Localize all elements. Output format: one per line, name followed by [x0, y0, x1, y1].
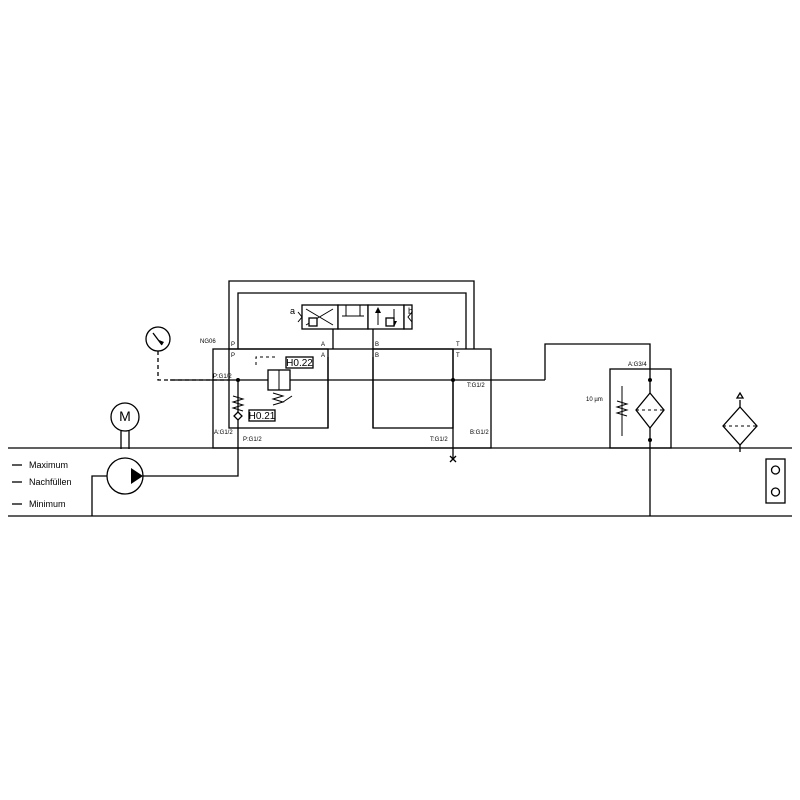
level-maximum-label: Maximum — [29, 460, 68, 470]
pipe-inner-loop — [237, 292, 467, 349]
return-to-filter-line — [544, 343, 651, 516]
thread-a-bottom-label: A:G1/2 — [214, 430, 233, 436]
port-t-mid-label: T — [456, 353, 460, 359]
check-seat — [233, 411, 243, 421]
port-b-top-label: B — [375, 342, 379, 348]
valve-spring-left — [297, 311, 303, 323]
relief-adjust-arrow — [282, 395, 293, 403]
motor-symbol: M — [119, 408, 131, 424]
level-minimum-label: Minimum — [29, 499, 66, 509]
filter-port-label: A:G3/4 — [628, 362, 647, 368]
breather-element — [722, 406, 758, 446]
return-filter: A:G3/4 10 µm — [544, 343, 672, 516]
port-a-top-label: A — [321, 342, 325, 348]
junction-return — [451, 378, 455, 382]
solenoid-b-coil — [385, 317, 395, 327]
gauge-needle-head — [159, 340, 164, 345]
hydraulic-pump — [91, 418, 239, 516]
filter-mesh-label: 10 µm — [586, 397, 603, 403]
valve-right-arrow-head-1 — [375, 307, 381, 313]
port-p-mid-label: P — [231, 353, 235, 359]
motor-circle — [110, 402, 140, 432]
air-breather — [722, 391, 758, 452]
port-b-mid-label: B — [375, 353, 379, 359]
pressure-gauge — [145, 326, 228, 381]
relief-spring — [271, 392, 285, 406]
junction-pressure — [236, 378, 240, 382]
thread-t-right-label: T:G1/2 — [467, 383, 485, 389]
level-indicator-upper — [770, 465, 781, 475]
pump-flow-triangle — [131, 468, 143, 484]
relief-valve-tag: H0.22 — [286, 358, 313, 369]
plug-mark-2 — [449, 455, 457, 463]
filter-bypass-spring — [615, 400, 629, 417]
level-refill-label: Nachfüllen — [29, 477, 72, 487]
level-indicator — [765, 458, 786, 504]
manifold-block — [212, 348, 492, 449]
directional-valve: a b — [290, 304, 413, 330]
thread-b-bottom-label: B:G1/2 — [470, 430, 489, 436]
level-marks: Maximum Nachfüllen Minimum — [12, 460, 72, 509]
internal-lines — [170, 349, 545, 463]
valve-spring-right — [407, 311, 413, 323]
solenoid-a-coil — [308, 317, 318, 327]
manifold-inner-right — [372, 348, 454, 429]
filter-housing — [609, 368, 672, 449]
thread-p-left-label: P:G1/2 — [213, 374, 232, 380]
pump-pressure-line — [143, 418, 239, 477]
check-tag-box — [248, 409, 276, 422]
check-valve-tag: H0.21 — [249, 411, 276, 422]
check-spring — [231, 395, 245, 412]
block-size-label: NG06 — [200, 339, 216, 345]
valve-box-center — [337, 304, 369, 330]
pipe-port-b — [360, 327, 374, 349]
relief-pilot-line — [255, 356, 277, 365]
level-indicator-frame — [765, 458, 786, 504]
filter-junction-top — [648, 378, 652, 382]
port-t-top-label: T — [456, 342, 460, 348]
filter-junction-bottom — [648, 438, 652, 442]
solenoid-b-label: b — [408, 306, 413, 316]
relief-tag-box — [285, 356, 314, 369]
breather-vent-arrow — [735, 391, 745, 399]
port-p-top-label: P — [231, 342, 235, 348]
thread-t-bottom-label: T:G1/2 — [430, 437, 448, 443]
pump-suction-line — [91, 475, 107, 516]
level-indicator-lower — [770, 487, 781, 497]
port-a-mid-label: A — [321, 353, 325, 359]
pipe-port-a — [332, 327, 346, 349]
electric-motor: M — [110, 402, 140, 449]
thread-p-bottom-label: P:G1/2 — [243, 437, 262, 443]
gauge-needle — [152, 332, 163, 346]
pipe-outer-loop — [228, 280, 475, 349]
check-valve: H0.21 — [231, 395, 276, 422]
pressure-relief-valve: H0.22 — [255, 356, 314, 406]
solenoid-a-label: a — [290, 306, 295, 316]
gauge-pilot-line — [157, 351, 228, 381]
